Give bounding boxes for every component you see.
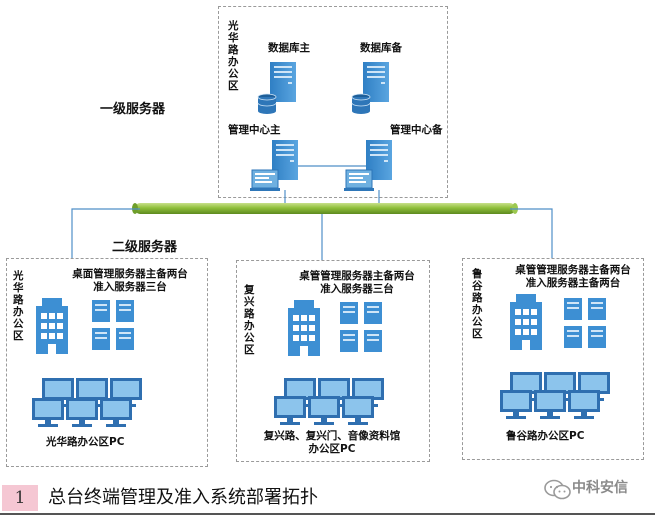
db-backup-server-icon — [351, 62, 389, 115]
region-name-fuxing: 复兴路办公区 — [244, 284, 255, 356]
fuxing-servers-line2: 准入服务器三台 — [320, 283, 394, 295]
db-primary-server-icon — [257, 62, 296, 115]
region-name-lugu: 鲁谷路办公区 — [472, 268, 483, 340]
backbone-pipe — [135, 203, 515, 214]
downlink-lugu — [510, 208, 553, 258]
fuxing-server-racks-icon — [340, 302, 382, 352]
mgmt-primary-server-icon — [249, 140, 298, 192]
guanghua-servers-line2: 准入服务器三台 — [93, 281, 167, 293]
fuxing-building-icon — [288, 300, 320, 356]
guanghua-pc-cluster-icon — [32, 378, 142, 427]
mgmt-backup-label: 管理中心备 — [390, 124, 443, 136]
figure-number: 1 — [2, 485, 38, 511]
region-name-guanghua: 光华路办公区 — [13, 270, 24, 342]
tier2-heading: 二级服务器 — [112, 240, 178, 255]
lugu-pc-cluster-icon — [500, 372, 610, 419]
region-box-fuxing — [236, 260, 430, 462]
fuxing-pc-label-line2: 办公区PC — [308, 443, 356, 455]
db-backup-label: 数据库备 — [360, 42, 402, 54]
fuxing-pc-label-line1: 复兴路、复兴门、音像资料馆 — [263, 430, 401, 442]
downlink-guanghua — [71, 208, 140, 258]
caption-underline — [0, 513, 655, 515]
region-box-guanghua — [6, 258, 208, 467]
figure-title: 总台终端管理及准入系统部署拓扑 — [48, 487, 318, 508]
mgmt-primary-label: 管理中心主 — [228, 124, 281, 136]
lugu-server-racks-icon — [564, 298, 606, 348]
lugu-pc-label: 鲁谷路办公区PC — [506, 430, 585, 442]
tier1-heading: 一级服务器 — [100, 102, 166, 117]
fuxing-servers-line1: 桌管管理服务器主备两台 — [299, 270, 415, 282]
guanghua-servers-line1: 桌面管理服务器主备两台 — [72, 268, 188, 280]
lugu-servers-line1: 桌管管理服务器主备两台 — [515, 264, 631, 276]
tier1-region-label: 光华路办公区 — [228, 20, 239, 92]
wechat-icon — [544, 479, 571, 500]
guanghua-building-icon — [36, 298, 68, 354]
region-box-lugu — [462, 258, 644, 460]
lugu-building-icon — [510, 294, 542, 350]
db-primary-label: 数据库主 — [268, 42, 310, 54]
guanghua-pc-label: 光华路办公区PC — [46, 436, 125, 448]
watermark-text: 中科安信 — [572, 480, 628, 496]
lugu-servers-line2: 准入服务器主备两台 — [525, 277, 621, 289]
guanghua-server-racks-icon — [92, 300, 134, 350]
fuxing-pc-cluster-icon — [274, 378, 384, 425]
